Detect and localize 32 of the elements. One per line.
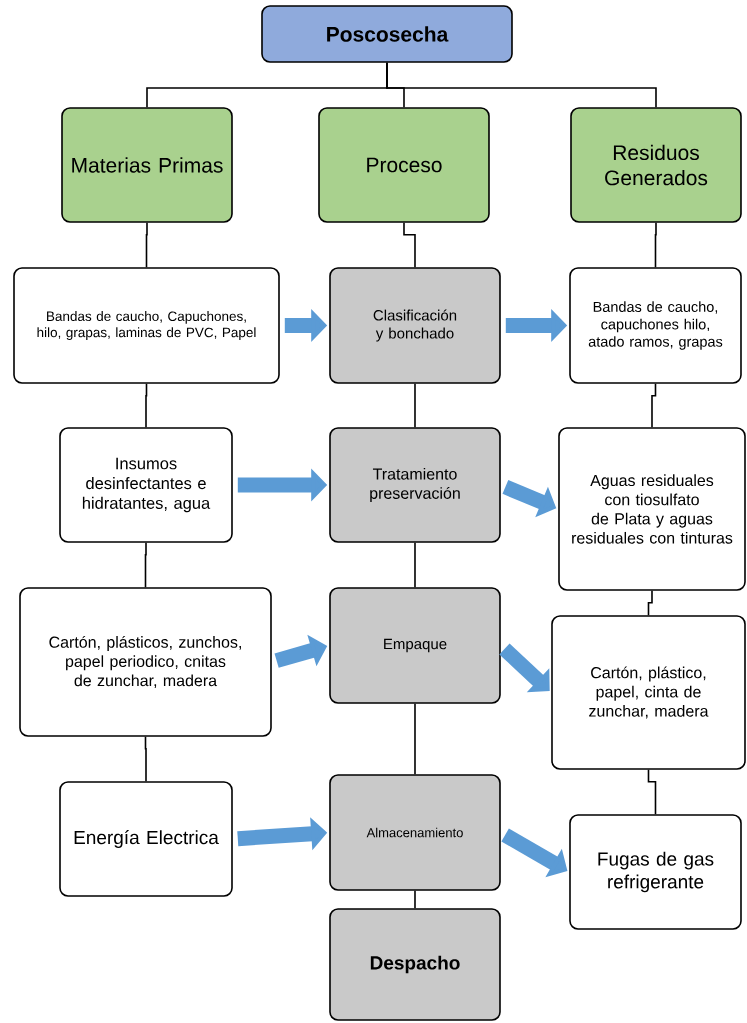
connector-line [414,383,416,428]
connector-line [414,703,416,775]
connector-line [414,890,416,909]
input-box: Bandas de caucho, Capuchones, hilo, grapas, laminas de PVC, Papel [13,267,280,384]
category-box: Proceso [318,107,490,223]
connector-line [654,222,657,268]
input-box: Energía Electrica [59,781,233,897]
process-box: Clasificación y bonchado [329,267,501,384]
connector-line [647,590,653,616]
connector-line [145,383,148,428]
process-box: Tratamiento preservación [329,427,501,543]
connector-line [414,542,416,588]
category-box: Residuos Generados [570,107,742,223]
waste-box: Fugas de gas refrigerante [569,814,742,930]
waste-box: Bandas de caucho, capuchones hilo, atado ramos, grapas [569,267,742,384]
connector-line [403,222,416,268]
connector-line [144,542,147,588]
category-box: Materias Primas [61,107,233,223]
input-box: Insumos desinfectantes e hidratantes, agua [59,427,233,543]
input-box: Cartón, plásticos, zunchos, papel periodico, cnitas de zunchar, madera [19,587,272,737]
waste-box: Cartón, plástico, papel, cinta de zunchar, madera [551,615,746,770]
process-box: Despacho [329,908,501,1021]
process-box: Almacenamiento [329,774,501,891]
connector-line [651,383,657,428]
connector-line [647,769,657,815]
process-box: Empaque [329,587,501,704]
connector-line [145,222,148,268]
waste-box: Aguas residuales con tiosulfato de Plata y aguas residuales con tinturas [558,427,746,591]
connector-line [386,62,657,108]
block-arrow [499,643,550,693]
connector-line [144,736,147,782]
title-box: Poscosecha [261,5,513,63]
